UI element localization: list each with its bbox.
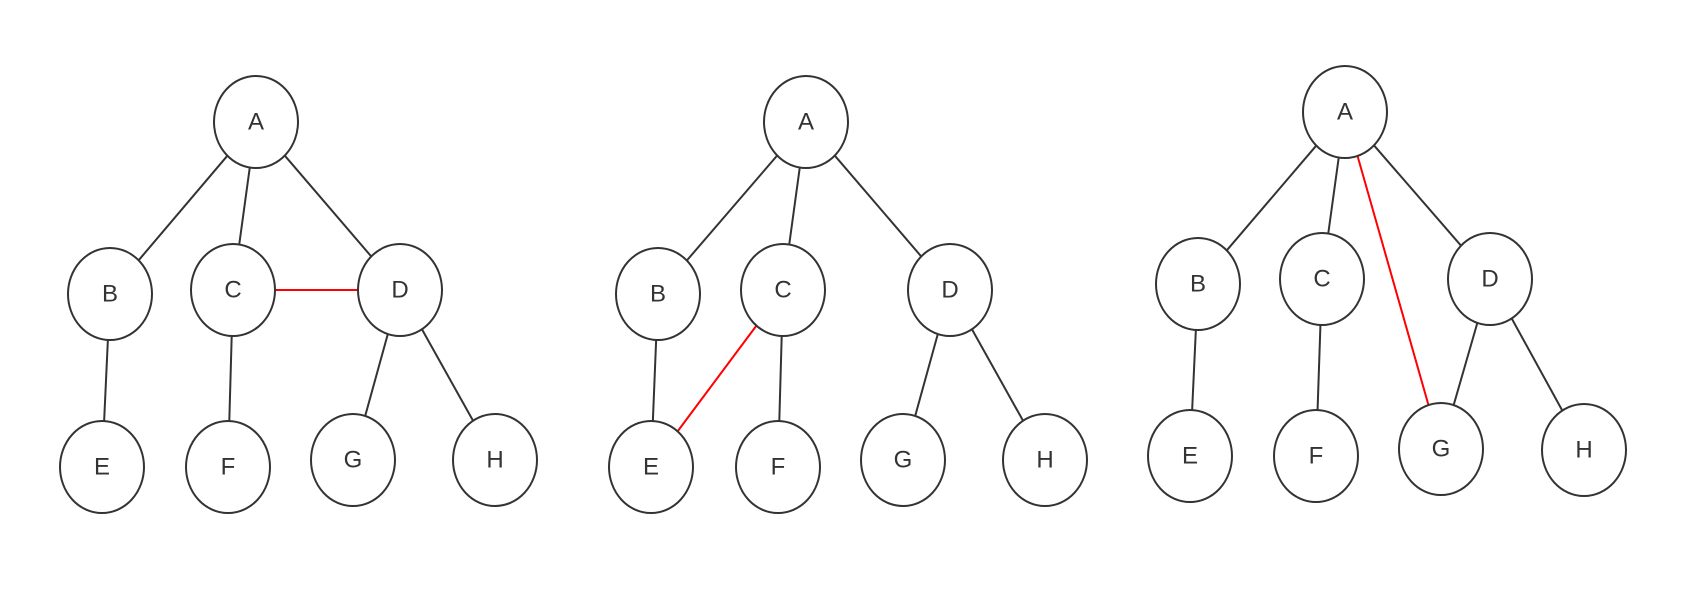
node-label: H xyxy=(486,447,503,474)
node-label: A xyxy=(1337,99,1353,126)
node-B: B xyxy=(1155,237,1241,331)
edge-A-D xyxy=(283,154,373,258)
edge-A-B xyxy=(137,155,229,261)
node-circle xyxy=(310,413,396,507)
node-B: B xyxy=(67,247,153,341)
node-label: E xyxy=(643,454,659,481)
node-label: B xyxy=(650,281,666,308)
edge-B-E xyxy=(103,339,109,422)
node-circle xyxy=(1147,409,1233,503)
node-A: A xyxy=(1302,65,1388,159)
edge-D-G xyxy=(364,333,389,417)
node-F: F xyxy=(1273,409,1359,503)
node-label: F xyxy=(1309,443,1324,470)
node-label: B xyxy=(102,281,118,308)
node-label: G xyxy=(894,447,913,474)
node-A: A xyxy=(763,75,849,169)
edge-B-E xyxy=(651,339,658,422)
tree-1: A B C D E F G H xyxy=(59,75,538,514)
node-label: C xyxy=(224,277,241,304)
edge-C-F xyxy=(1316,324,1322,411)
node-circle xyxy=(615,247,701,341)
edge-D-G xyxy=(1452,322,1479,406)
edge-A-D xyxy=(1373,144,1462,247)
edge-C-F xyxy=(778,335,783,422)
node-F: F xyxy=(185,420,271,514)
node-circle xyxy=(185,420,271,514)
node-circle xyxy=(1279,232,1365,326)
node-D: D xyxy=(357,243,443,337)
node-D: D xyxy=(1447,232,1533,326)
edge-B-E xyxy=(1191,329,1197,411)
node-label: D xyxy=(1481,266,1498,293)
node-label: C xyxy=(1313,266,1330,293)
node-circle xyxy=(1447,232,1533,326)
node-C: C xyxy=(740,243,826,337)
node-label: G xyxy=(1432,436,1451,463)
node-circle xyxy=(1155,237,1241,331)
edge-D-H xyxy=(1510,317,1564,412)
node-circle xyxy=(1302,65,1388,159)
node-circle xyxy=(1002,413,1088,507)
node-G: G xyxy=(310,413,396,507)
node-H: H xyxy=(452,413,538,507)
node-circle xyxy=(735,420,821,514)
tree-3: A B C D E F G H xyxy=(1147,65,1627,503)
node-circle xyxy=(1273,409,1359,503)
tree-2: A B C D E F G H xyxy=(608,75,1088,514)
node-circle xyxy=(1398,402,1484,496)
node-circle xyxy=(763,75,849,169)
node-label: E xyxy=(94,454,110,481)
node-label: A xyxy=(798,109,814,136)
node-E: E xyxy=(1147,409,1233,503)
edge-A-C xyxy=(238,167,251,245)
node-label: H xyxy=(1036,447,1053,474)
node-circle xyxy=(452,413,538,507)
edge-D-H xyxy=(421,328,474,422)
node-label: D xyxy=(941,277,958,304)
node-circle xyxy=(907,243,993,337)
node-F: F xyxy=(735,420,821,514)
node-circle xyxy=(740,243,826,337)
node-D: D xyxy=(907,243,993,337)
edge-D-G xyxy=(914,333,939,417)
edge-D-H xyxy=(971,328,1024,422)
node-label: F xyxy=(771,454,786,481)
node-H: H xyxy=(1002,413,1088,507)
node-circle xyxy=(59,420,145,514)
edge-A-B xyxy=(686,154,778,262)
node-circle xyxy=(1541,403,1627,497)
node-circle xyxy=(357,243,443,337)
node-G: G xyxy=(860,413,946,507)
node-circle xyxy=(190,243,276,337)
node-label: F xyxy=(221,454,236,481)
edge-A-C xyxy=(1327,157,1340,234)
node-circle xyxy=(860,413,946,507)
node-C: C xyxy=(190,243,276,337)
node-label: C xyxy=(774,277,791,304)
edge-A-B xyxy=(1225,144,1318,252)
node-label: G xyxy=(344,447,363,474)
edge-C-F xyxy=(228,335,233,422)
node-circle xyxy=(67,247,153,341)
node-G: G xyxy=(1398,402,1484,496)
node-circle xyxy=(608,420,694,514)
node-B: B xyxy=(615,247,701,341)
edge-A-C xyxy=(788,167,801,245)
node-E: E xyxy=(59,420,145,514)
node-A: A xyxy=(213,75,299,169)
node-label: H xyxy=(1575,437,1592,464)
edge-A-D xyxy=(833,154,923,258)
node-label: B xyxy=(1190,271,1206,298)
node-label: A xyxy=(248,109,264,136)
node-label: D xyxy=(391,277,408,304)
highlight-edge-C-E xyxy=(676,325,758,432)
node-label: E xyxy=(1182,443,1198,470)
node-H: H xyxy=(1541,403,1627,497)
node-circle xyxy=(213,75,299,169)
node-E: E xyxy=(608,420,694,514)
node-C: C xyxy=(1279,232,1365,326)
highlight-edge-A-G xyxy=(1356,155,1430,406)
